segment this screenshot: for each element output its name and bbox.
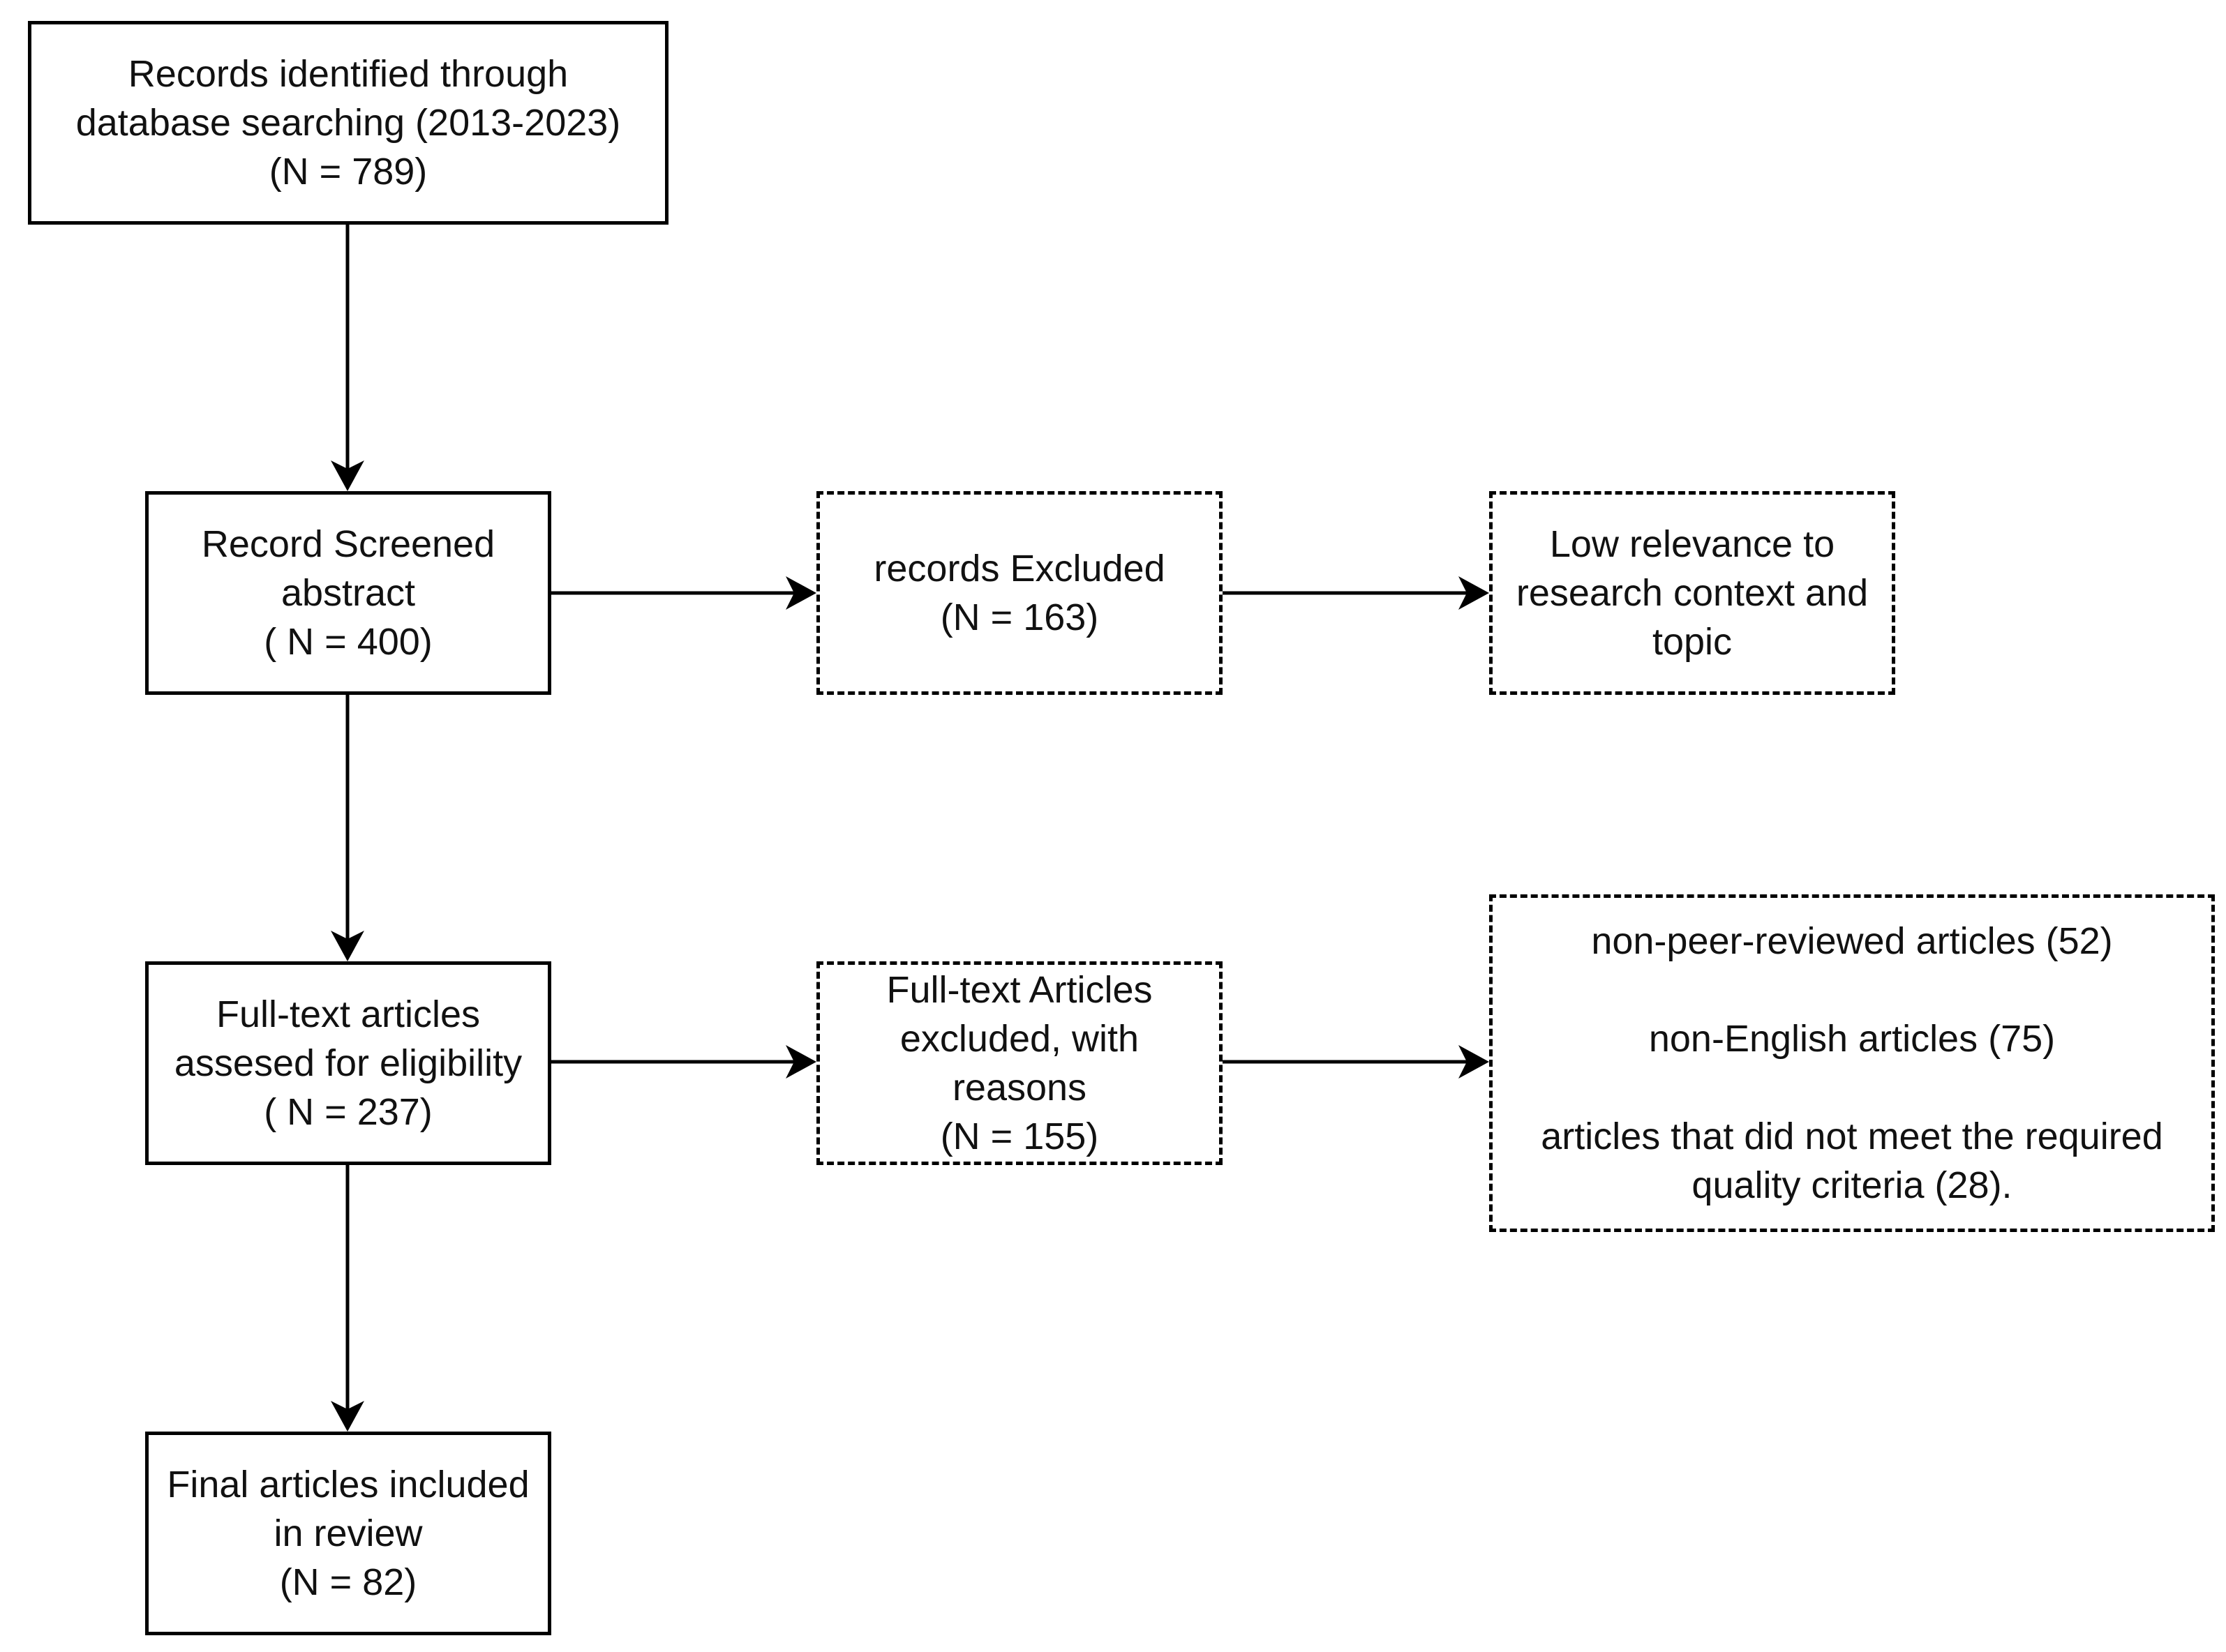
box-line: abstract [281,572,416,614]
box-line: Full-text Articles [886,969,1153,1011]
box-line: topic [1652,621,1733,663]
box-line: (N = 155) [940,1116,1099,1157]
box-exclusion-reasons: non-peer-reviewed articles (52) non-Engl… [1489,894,2215,1232]
box-records-excluded: records Excluded (N = 163) [816,491,1223,695]
box-line: Full-text articles [216,993,481,1035]
box-line: non-English articles (75) [1648,1018,2056,1060]
arrowhead-identified-to-screened [331,460,364,491]
box-line: Low relevance to [1549,523,1835,565]
box-low-relevance: Low relevance to research context and to… [1489,491,1895,695]
box-line: (N = 163) [940,596,1099,638]
arrowhead-screened-to-assessed [331,931,364,961]
box-line: research context and [1516,572,1869,614]
box-line: (N = 82) [279,1561,417,1603]
arrowhead-screened-to-excluded [786,576,816,610]
box-line: excluded, with [899,1018,1140,1060]
box-line: ( N = 237) [264,1091,433,1133]
box-line: non-peer-reviewed articles (52) [1591,920,2113,962]
box-line: (N = 789) [269,151,428,193]
box-line: articles that did not meet the required [1541,1116,2163,1157]
box-line: in review [274,1512,423,1554]
box-fulltext-assessed: Full-text articles assesed for eligibili… [145,961,551,1165]
arrowhead-assessed-to-included [331,1401,364,1432]
box-line: Final articles included [167,1464,530,1505]
box-line: quality criteria (28). [1691,1164,2012,1206]
arrowhead-excluded-to-relevance [1458,576,1489,610]
arrowhead-assessed-to-ftexcluded [786,1045,816,1079]
box-line: Record Screened [201,523,495,565]
box-line: ( N = 400) [264,621,433,663]
box-line: assesed for eligibility [174,1042,523,1084]
box-records-identified: Records identified through database sear… [28,21,668,225]
box-records-screened: Record Screened abstract ( N = 400) [145,491,551,695]
box-final-included: Final articles included in review (N = 8… [145,1432,551,1635]
box-line: database searching (2013-2023) [75,102,621,144]
box-line: Records identified through [128,53,569,95]
arrowhead-ftexcluded-to-reasons [1458,1045,1489,1079]
box-line: records Excluded [874,548,1165,590]
box-line: reasons [952,1067,1087,1109]
box-fulltext-excluded: Full-text Articles excluded, with reason… [816,961,1223,1165]
